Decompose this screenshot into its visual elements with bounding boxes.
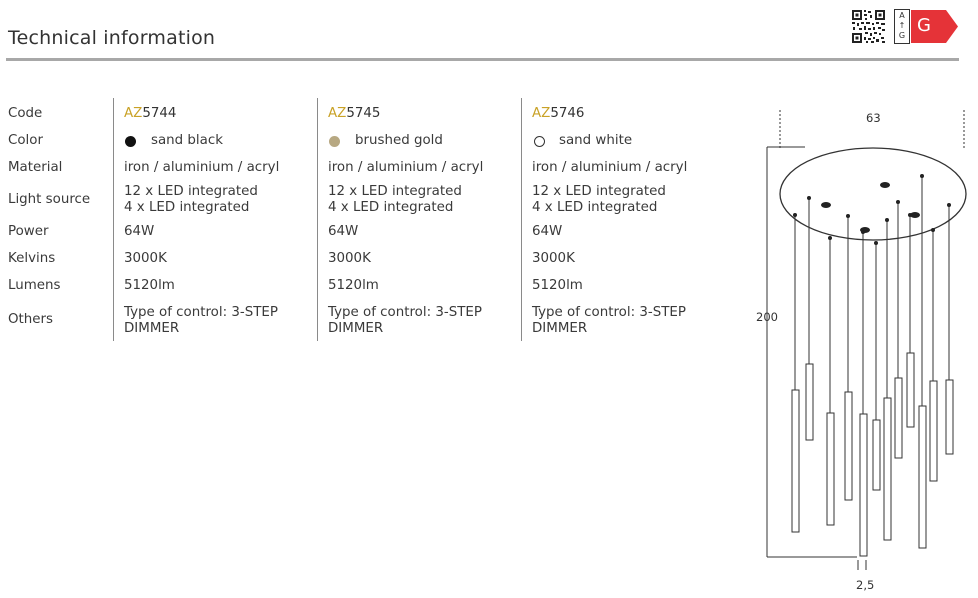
product-light-source: 12 x LED integrated bbox=[124, 184, 258, 199]
lamp-technical-drawing bbox=[766, 110, 967, 570]
product-light-source: 4 x LED integrated bbox=[328, 200, 454, 215]
header-divider bbox=[6, 58, 959, 61]
qr-code-icon bbox=[851, 9, 886, 44]
label-kelvins: Kelvins bbox=[8, 251, 56, 266]
product-kelvins: 3000K bbox=[328, 251, 371, 266]
product-power: 64W bbox=[124, 224, 155, 239]
product-others: Type of control: 3-STEP bbox=[124, 305, 278, 320]
product-others: DIMMER bbox=[328, 321, 384, 336]
product-kelvins: 3000K bbox=[532, 251, 575, 266]
product-others: DIMMER bbox=[532, 321, 588, 336]
column-divider bbox=[113, 98, 114, 341]
label-others: Others bbox=[8, 312, 53, 327]
label-power: Power bbox=[8, 224, 49, 239]
product-material: iron / aluminium / acryl bbox=[328, 160, 484, 175]
color-swatch-icon bbox=[329, 136, 340, 147]
product-power: 64W bbox=[328, 224, 359, 239]
energy-label-badge: A↑G G bbox=[894, 9, 960, 44]
product-lumens: 5120lm bbox=[328, 278, 379, 293]
label-lumens: Lumens bbox=[8, 278, 61, 293]
product-code: AZ5744 bbox=[124, 106, 177, 121]
energy-class-label: G bbox=[917, 15, 931, 36]
product-code: AZ5745 bbox=[328, 106, 381, 121]
column-divider bbox=[521, 98, 522, 341]
color-swatch-icon bbox=[125, 136, 136, 147]
product-material: iron / aluminium / acryl bbox=[532, 160, 688, 175]
color-swatch-icon bbox=[534, 136, 545, 147]
label-light-source: Light source bbox=[8, 192, 91, 207]
product-color: sand black bbox=[151, 133, 223, 148]
column-divider bbox=[317, 98, 318, 341]
product-others: Type of control: 3-STEP bbox=[328, 305, 482, 320]
dimension-tube-label: 2,5 bbox=[856, 578, 875, 592]
label-code: Code bbox=[8, 106, 43, 121]
product-kelvins: 3000K bbox=[124, 251, 167, 266]
product-light-source: 12 x LED integrated bbox=[328, 184, 462, 199]
product-power: 64W bbox=[532, 224, 563, 239]
dimension-height-label: 200 bbox=[756, 310, 778, 324]
product-material: iron / aluminium / acryl bbox=[124, 160, 280, 175]
dimension-width-label: 63 bbox=[866, 111, 881, 125]
product-lumens: 5120lm bbox=[124, 278, 175, 293]
product-code: AZ5746 bbox=[532, 106, 585, 121]
product-others: DIMMER bbox=[124, 321, 180, 336]
page-title: Technical information bbox=[8, 27, 216, 49]
product-light-source: 12 x LED integrated bbox=[532, 184, 666, 199]
product-lumens: 5120lm bbox=[532, 278, 583, 293]
label-material: Material bbox=[8, 160, 63, 175]
product-others: Type of control: 3-STEP bbox=[532, 305, 686, 320]
product-color: sand white bbox=[559, 133, 633, 148]
product-color: brushed gold bbox=[355, 133, 443, 148]
energy-class-arrow-icon bbox=[911, 10, 958, 43]
product-light-source: 4 x LED integrated bbox=[532, 200, 658, 215]
label-color: Color bbox=[8, 133, 43, 148]
energy-scale-label: A↑G bbox=[898, 11, 906, 40]
product-light-source: 4 x LED integrated bbox=[124, 200, 250, 215]
